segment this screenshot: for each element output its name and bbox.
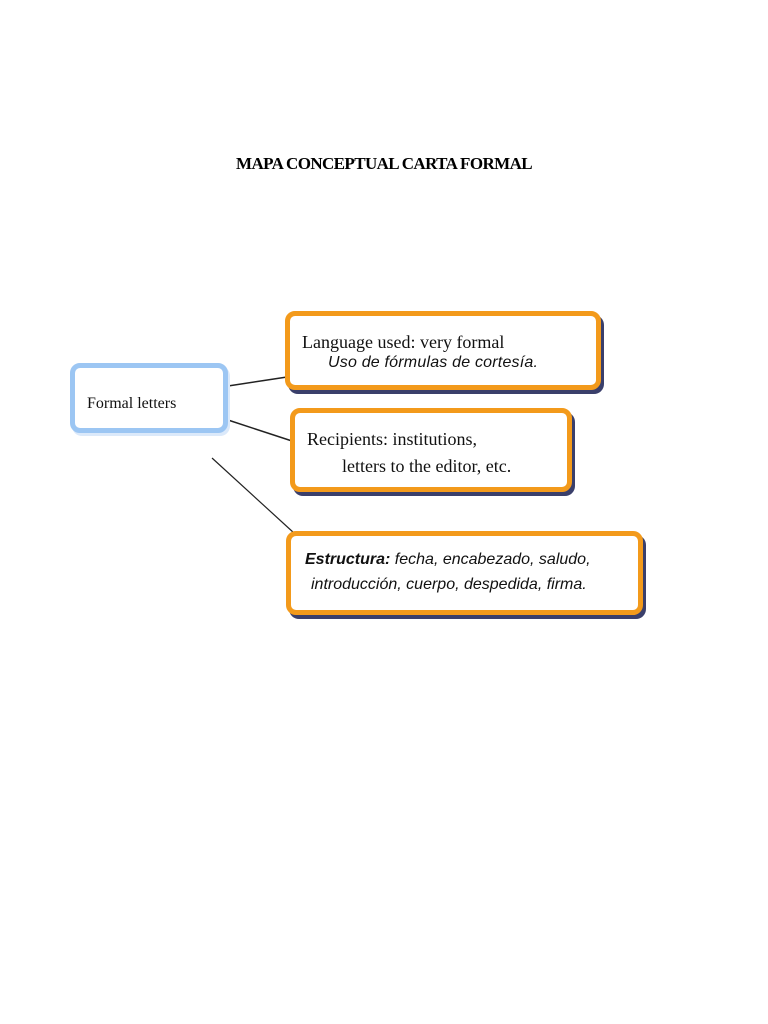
connector-formal-estructura <box>211 457 295 534</box>
node-recipients-line2: letters to the editor, etc. <box>342 456 512 476</box>
node-formal-letters: Formal letters <box>70 363 228 433</box>
node-estructura-lead: Estructura: <box>305 551 391 568</box>
connector-formal-language <box>227 376 288 387</box>
node-language-used-line2: Uso de fórmulas de cortesía. <box>328 354 539 371</box>
node-recipients-line1: Recipients: institutions, <box>307 429 477 449</box>
node-formal-letters-label: Formal letters <box>87 395 177 412</box>
connector-formal-recipients <box>227 419 293 442</box>
node-estructura-line1: Estructura: fecha, encabezado, saludo, <box>305 551 591 569</box>
page-title: MAPA CONCEPTUAL CARTA FORMAL <box>236 154 533 173</box>
node-estructura: Estructura: fecha, encabezado, saludo, i… <box>286 531 643 615</box>
node-recipients: Recipients: institutions, letters to the… <box>290 408 572 492</box>
node-estructura-line1-rest: fecha, encabezado, saludo, <box>390 551 591 568</box>
node-language-used: Language used: very formal Uso de fórmul… <box>285 311 601 390</box>
node-estructura-line2: introducción, cuerpo, despedida, firma. <box>311 576 587 593</box>
node-language-used-line1: Language used: very formal <box>302 332 505 352</box>
